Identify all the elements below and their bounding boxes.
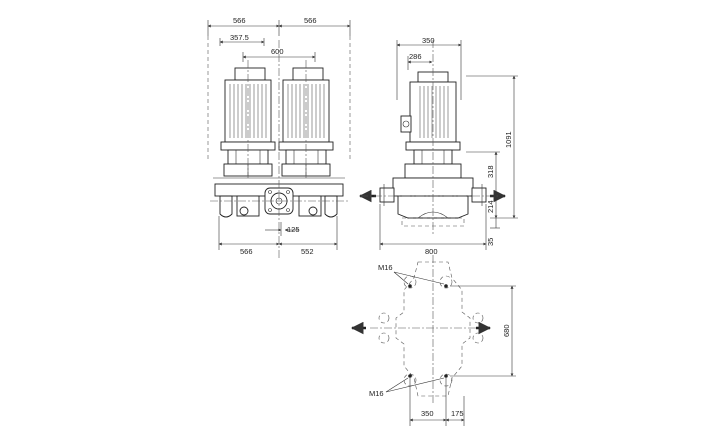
dim-bottom-right: 552 [301, 247, 314, 256]
dim-housing-height: 318 [486, 165, 495, 178]
bolt-hole [408, 374, 412, 378]
dim-top-left-width: 566 [233, 16, 246, 25]
front-view: 566 566 357.5 600 [207, 16, 351, 258]
bolt-callout-bottom: M16 [369, 389, 384, 398]
side-view: 350 286 [358, 36, 518, 256]
bolt-hole [444, 284, 448, 288]
dim-base-height: 35 [486, 238, 495, 246]
dim-bolt-spacing-horizontal: 350 [421, 409, 434, 418]
dim-port-offset: 125 [287, 225, 300, 234]
dim-overall-width: 350 [422, 36, 435, 45]
dim-base-length: 800 [425, 247, 438, 256]
dim-inner-offset: 357.5 [230, 33, 249, 42]
dim-top-right-width: 566 [304, 16, 317, 25]
bolt-hole [444, 374, 448, 378]
dim-motor-spacing: 600 [271, 47, 284, 56]
bolt-callout-top: M16 [378, 263, 393, 272]
terminal-box [400, 115, 412, 133]
side-motor [400, 71, 462, 179]
dim-total-height: 1091 [504, 131, 513, 148]
dim-bolt-spacing-vertical: 680 [502, 324, 511, 337]
plan-view: M16 M16 680 350 175 [350, 255, 516, 426]
dim-bolt-offset: 175 [451, 409, 464, 418]
dim-motor-offset: 286 [409, 52, 422, 61]
foundation-outline [395, 261, 471, 397]
bolt-hole [408, 284, 412, 288]
dim-port-height: 214 [486, 200, 495, 213]
dim-bottom-left: 566 [240, 247, 253, 256]
